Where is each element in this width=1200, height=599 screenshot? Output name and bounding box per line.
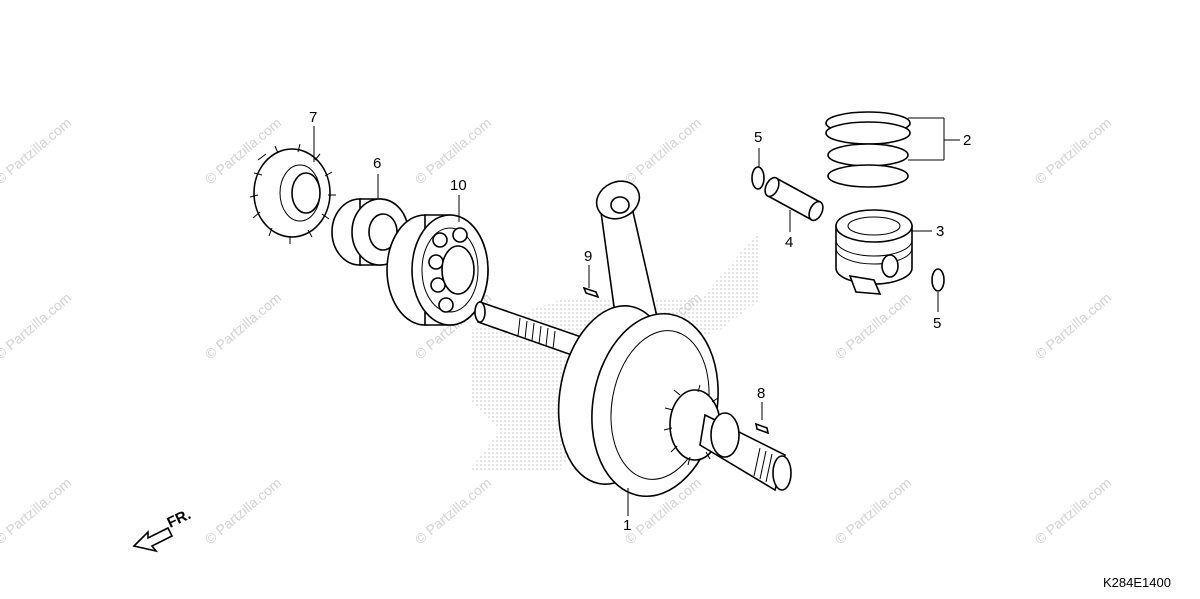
- callout-5-lower: 5: [933, 315, 941, 332]
- watermark: © Partzilla.com: [622, 114, 705, 187]
- callout-1: 1: [623, 517, 631, 534]
- callout-5-upper: 5: [754, 129, 762, 146]
- callout-6: 6: [373, 155, 381, 172]
- key-8[interactable]: [754, 422, 770, 435]
- watermark: © Partzilla.com: [1032, 289, 1115, 362]
- front-direction-indicator: FR.: [132, 506, 194, 553]
- callout-9: 9: [584, 248, 592, 265]
- front-arrow-icon: [132, 526, 174, 553]
- gear-7[interactable]: [249, 143, 336, 244]
- callout-10: 10: [450, 177, 467, 194]
- callout-2: 2: [963, 132, 971, 149]
- piston-3[interactable]: [835, 209, 913, 295]
- watermark: © Partzilla.com: [832, 289, 915, 362]
- callout-7: 7: [309, 109, 317, 126]
- circlip-5-lower[interactable]: [931, 268, 945, 292]
- watermark: © Partzilla.com: [0, 114, 74, 187]
- watermark: © Partzilla.com: [0, 474, 74, 547]
- watermark: © Partzilla.com: [412, 474, 495, 547]
- watermark: © Partzilla.com: [202, 474, 285, 547]
- collar-6[interactable]: [331, 198, 409, 266]
- crankshaft-1[interactable]: [474, 174, 792, 506]
- watermark: © Partzilla.com: [1032, 474, 1115, 547]
- callout-3: 3: [936, 223, 944, 240]
- diagram-code: K284E1400: [1103, 575, 1171, 590]
- watermark: © Partzilla.com: [1032, 114, 1115, 187]
- watermark: © Partzilla.com: [202, 289, 285, 362]
- front-direction-label: FR.: [165, 506, 194, 532]
- callouts: 1 2 3 4 5 5 6 7 8 9 10: [309, 109, 971, 534]
- watermark: © Partzilla.com: [832, 474, 915, 547]
- bearing-10[interactable]: [386, 214, 489, 326]
- circlip-5-upper[interactable]: [751, 166, 765, 190]
- callout-8: 8: [757, 385, 765, 402]
- callout-4: 4: [785, 234, 793, 251]
- piston-pin-4[interactable]: [762, 175, 825, 222]
- key-9[interactable]: [582, 286, 600, 299]
- watermark: © Partzilla.com: [0, 289, 74, 362]
- piston-rings-2[interactable]: [825, 111, 911, 188]
- leader-lines: [313, 117, 960, 516]
